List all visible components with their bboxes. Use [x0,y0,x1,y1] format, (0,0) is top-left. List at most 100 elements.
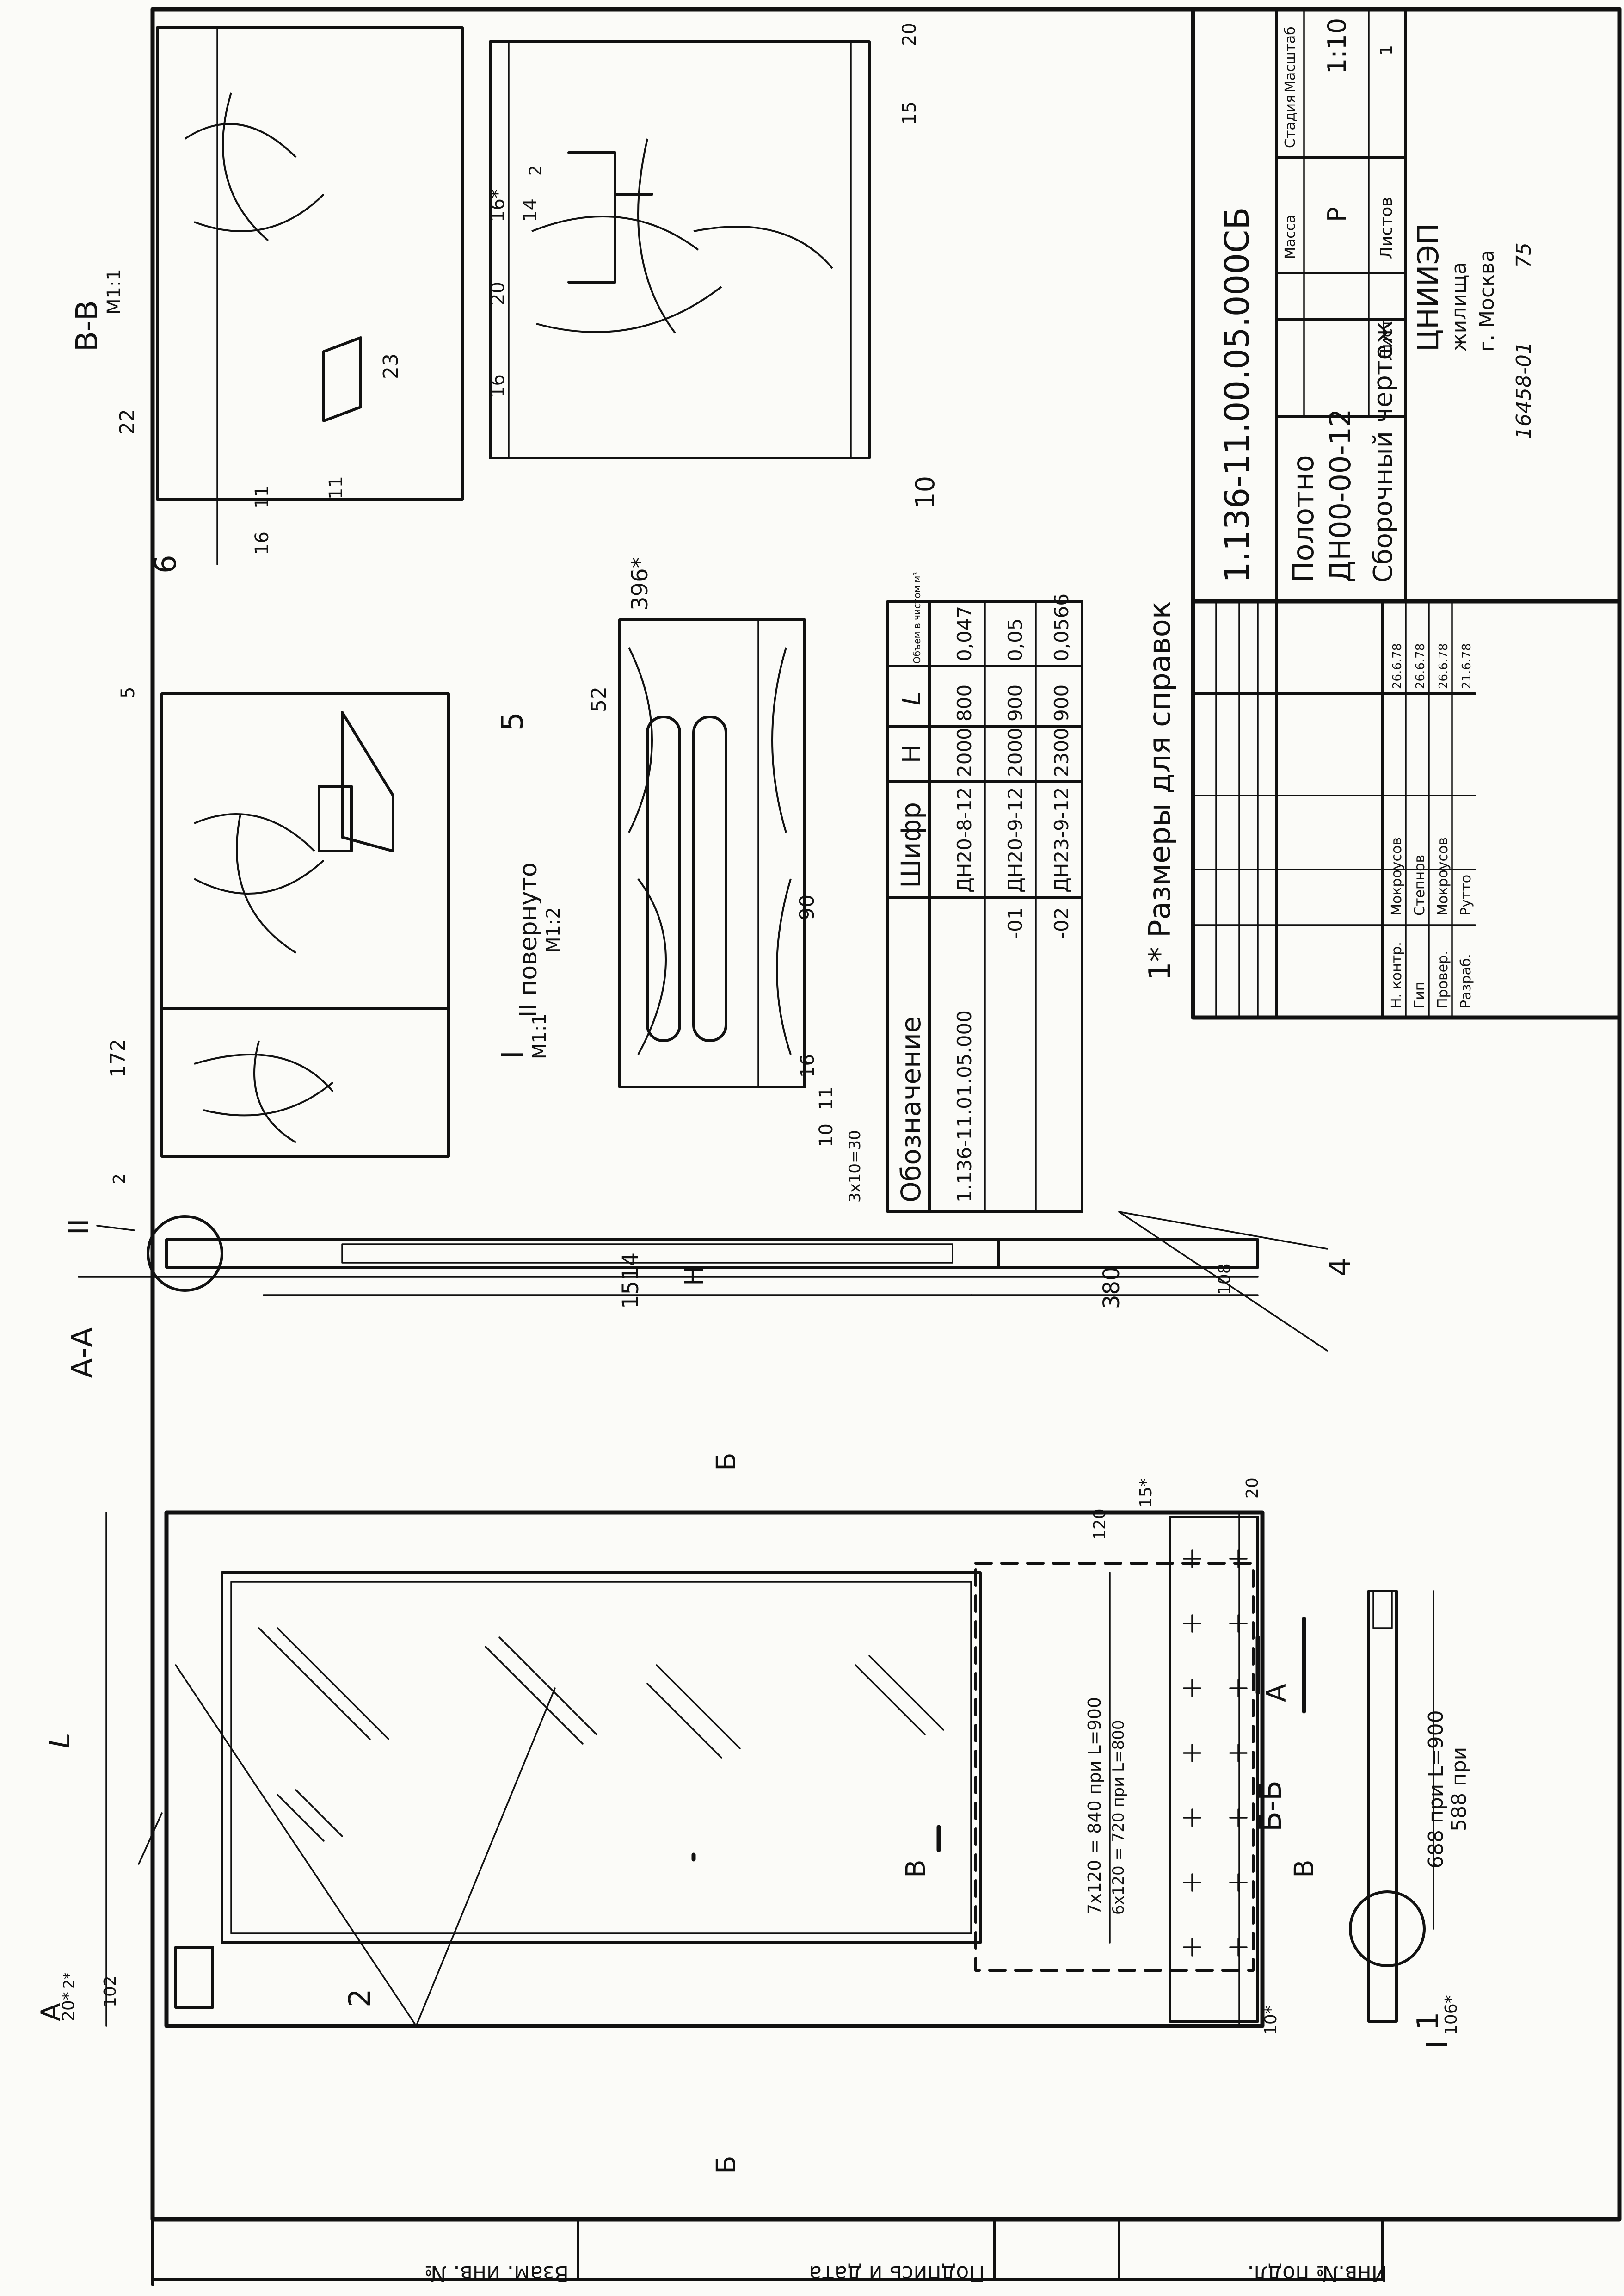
strip-inv-label: Инв.№ подл. [1247,2261,1387,2286]
role-4: Разраб. [1458,954,1474,1008]
table-header-volume: Объем в чистом м³ [911,572,923,664]
strip-signature-label: Подпись и дата [809,2261,985,2286]
dim-108: 108 [1215,1263,1234,1295]
dim-688: 688 при L=900 [1424,1710,1448,1869]
dim-20: 20 [1243,1477,1262,1499]
dim-16: 16 [797,1054,818,1078]
dim-20-star: 20* [59,1992,78,2021]
dim-172: 172 [106,1039,130,1078]
detail-ii-labels: II повернуто М1:2 52 90 16 10 11 3x10=30 [515,686,864,1203]
row-3-code: ДН23-9-12 [1050,787,1073,893]
dim-11-a: 11 [326,476,347,500]
callout-1: 1 [1411,2012,1446,2031]
row-1-designation: 1.136-11.01.05.000 [953,1010,976,1203]
detail-ii-marker: II [62,1219,95,1235]
row-1-l: 800 [953,685,976,722]
dim-52: 52 [587,686,611,712]
dim-10-star: 10* [1261,2006,1280,2035]
side-strip-labels: Инв.№ подл. Подпись и дата Взам. инв. № [424,2261,1387,2286]
dim-2: 2 [110,1173,129,1184]
dim-spacing-2: 6x120 = 720 при L=800 [1109,1720,1128,1915]
strip-replace-label: Взам. инв. № [424,2261,569,2286]
row-3-l: 900 [1050,685,1073,722]
role-3-date: 26.6.78 [1437,643,1451,689]
dim-15: 15 [899,101,920,125]
role-3: Провер. [1435,950,1451,1008]
col-stage: Стадия [1282,95,1298,148]
role-2-date: 26.6.78 [1414,643,1427,689]
table-header-code: Шифр [895,802,927,888]
section-bb-labels: Б-Б 688 при L=900 588 при I [1254,1710,1471,2049]
table-header-l: L [897,691,926,705]
sheet-label: Лист [1377,319,1396,361]
callout-2: 2 [343,1988,377,2007]
row-3-h: 2300 [1050,728,1073,777]
drawing-name-1: Полотно [1286,455,1320,583]
sheets-label: Листов [1377,197,1396,259]
org-line-3: г. Москва [1475,250,1499,352]
row-3-volume: 0,0566 [1050,593,1073,661]
dim-20-vv: 20 [487,282,509,305]
cut-b-right: Б [710,2155,742,2174]
row-2-l: 900 [1004,685,1027,722]
dim-5: 5 [117,687,139,698]
cut-a-bottom: А [1261,1684,1292,1702]
callout-5: 5 [496,712,530,731]
dim-90: 90 [795,895,819,920]
callout-10: 10 [910,476,941,509]
section-bb [1349,1590,1434,2023]
role-4-name: Рутто [1458,875,1474,916]
section-aa-labels: А-А H 1514 380 108 4 II [62,1219,1358,1378]
dim-14: 14 [520,198,541,222]
section-vv-title: В-В [70,300,105,352]
row-1-volume: 0,047 [953,606,976,661]
dim-H: H [679,1266,709,1286]
row-2-designation: -01 [1004,907,1027,939]
role-1-date: 26.6.78 [1390,643,1404,689]
dim-22: 22 [116,409,139,435]
section-vv-labels: В-В М1:1 22 23 11 16 11 396* 16* 2 14 20… [70,23,941,611]
dim-588: 588 при [1447,1747,1471,1832]
detail-i-title: I [496,1050,530,1059]
dim-2-vv: 2 [526,165,545,176]
sheets-value: 1 [1377,45,1396,56]
sheet-frame [150,7,1622,2286]
role-2-name: Степнов [1412,855,1428,916]
dim-16-a: 16 [252,531,273,555]
section-aa-title: А-А [66,1327,100,1378]
detail-i-labels: I М1:1 172 2 5 5 [106,687,550,1184]
callout-4: 4 [1323,1258,1358,1277]
drawing-name-2: ДН00-00-12 [1323,409,1357,583]
scale-value: 1:10 [1323,18,1352,74]
row-2-code: ДН20-9-12 [1004,787,1027,893]
section-vv [156,26,871,565]
dim-16-star: 16* [487,189,509,222]
dim-106-star: 106* [1442,1995,1461,2035]
org-line-2: жилища [1447,262,1471,352]
detail-i [160,692,450,1158]
dim-2-star: 2* [60,1972,78,1989]
stage-value: Р [1323,207,1352,222]
drawing-designation: 1.136-11.00.05.000СБ [1218,207,1256,583]
front-view-labels: L 102 20* 2* 10* 106* 15* 20 120 7x120 =… [35,1452,1461,2174]
row-1-h: 2000 [953,728,976,777]
detail-ii-scale: М1:2 [543,907,564,953]
title-block [1191,7,1622,1020]
col-mass: Масса [1282,215,1298,259]
role-1-name: Мокроусов [1389,837,1405,916]
dim-23: 23 [379,353,403,379]
cut-b-left: Б [710,1452,742,1471]
role-4-date: 21.6.78 [1460,643,1474,689]
cut-v-bottom: В [1288,1859,1320,1878]
role-1: Н. контр. [1389,942,1405,1008]
footnote: 1* Размеры для справок [1143,601,1177,981]
org-line-1: ЦНИИЭП [1411,223,1445,352]
dim-spacing-1: 7x120 = 840 при L=900 [1084,1697,1105,1915]
role-3-name: Мокроусов [1435,837,1451,916]
dim-102: 102 [101,1975,120,2007]
section-aa [78,1211,1328,1352]
drawing-name-3: Сборочный чертеж [1368,321,1398,583]
dim-120: 120 [1090,1508,1109,1540]
cut-v-top: В [900,1859,931,1878]
